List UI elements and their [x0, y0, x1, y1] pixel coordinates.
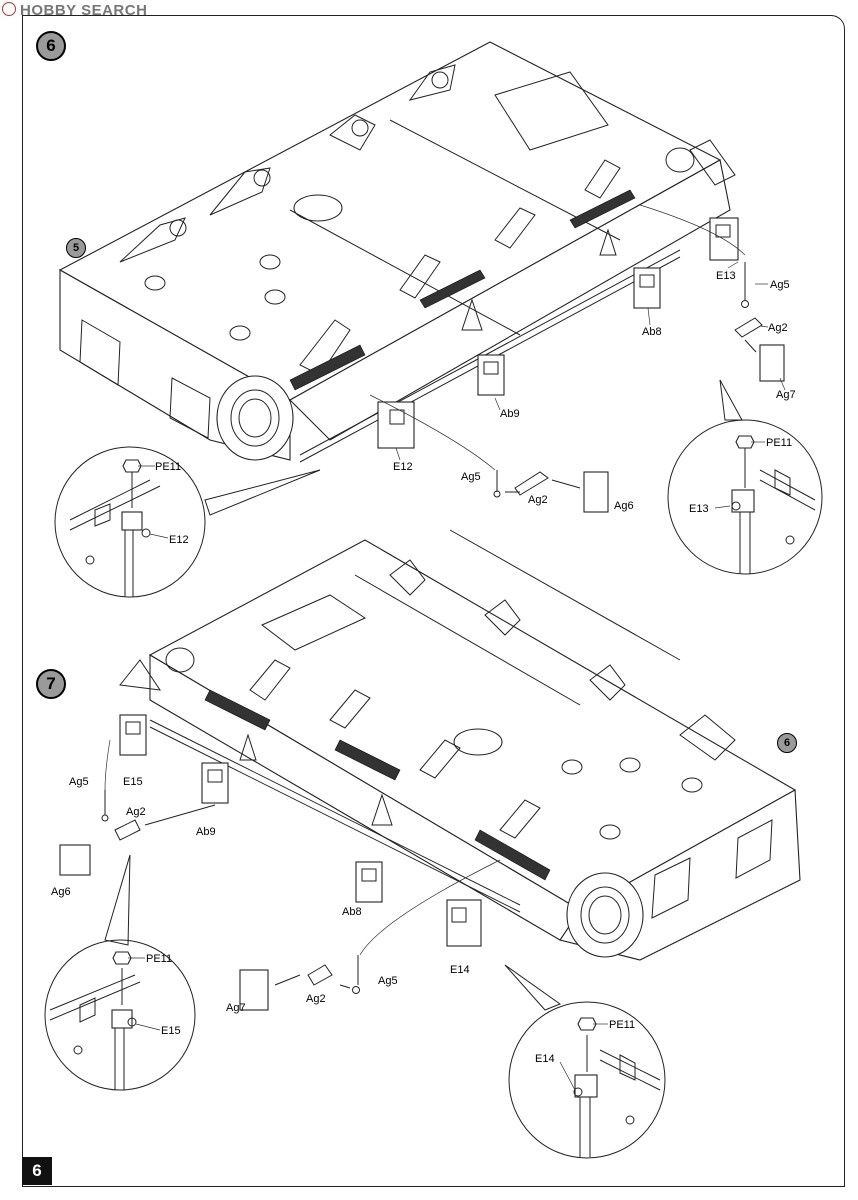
- leader-lines: [128, 261, 786, 1091]
- step6-detail-left: [54, 446, 321, 598]
- step7-hull: [59, 529, 801, 1011]
- label-ag6: Ag6: [51, 886, 71, 898]
- label-ag6: Ag6: [614, 500, 634, 512]
- detail-label-e12: E12: [169, 534, 189, 546]
- label-ag5-center: Ag5: [378, 975, 398, 987]
- label-ab8: Ab8: [342, 906, 362, 918]
- label-ab8: Ab8: [642, 326, 662, 338]
- label-ag2: Ag2: [126, 806, 146, 818]
- step6-ref-badge: 5: [66, 238, 86, 258]
- step7-detail-left: [44, 854, 196, 1091]
- step-6-badge: 6: [36, 31, 66, 61]
- step7-detail-right: [504, 964, 666, 1159]
- label-ag5: Ag5: [69, 776, 89, 788]
- watermark: HOBBY SEARCH: [2, 2, 147, 19]
- detail-label-pe11: PE11: [766, 437, 793, 449]
- label-ag2: Ag2: [768, 322, 788, 334]
- detail-label-pe11: PE11: [155, 461, 182, 473]
- label-ag5: Ag5: [770, 279, 790, 291]
- label-e13: E13: [716, 270, 736, 282]
- label-ab9: Ab9: [500, 408, 520, 420]
- detail-label-e13: E13: [689, 503, 709, 515]
- page-frame: [22, 15, 845, 1187]
- detail-label-pe11: PE11: [609, 1019, 636, 1031]
- step6-hull: [58, 41, 785, 513]
- step6-detail-right: [667, 379, 823, 575]
- label-ab9: Ab9: [196, 826, 216, 838]
- label-ag7: Ag7: [226, 1002, 246, 1014]
- watermark-logo-icon: [2, 2, 16, 16]
- label-ag7: Ag7: [776, 389, 796, 401]
- label-ag2-center: Ag2: [306, 993, 326, 1005]
- label-e15: E15: [123, 776, 143, 788]
- step7-ref-badge: 6: [777, 733, 797, 753]
- label-e12: E12: [393, 461, 413, 473]
- label-ag5-center: Ag5: [461, 471, 481, 483]
- detail-label-e15: E15: [161, 1025, 181, 1037]
- page-number: 6: [22, 1157, 52, 1185]
- detail-label-e14: E14: [535, 1053, 555, 1065]
- step-7-badge: 7: [36, 669, 66, 699]
- label-ag2-center: Ag2: [528, 494, 548, 506]
- label-e14: E14: [450, 964, 470, 976]
- detail-label-pe11: PE11: [146, 953, 173, 965]
